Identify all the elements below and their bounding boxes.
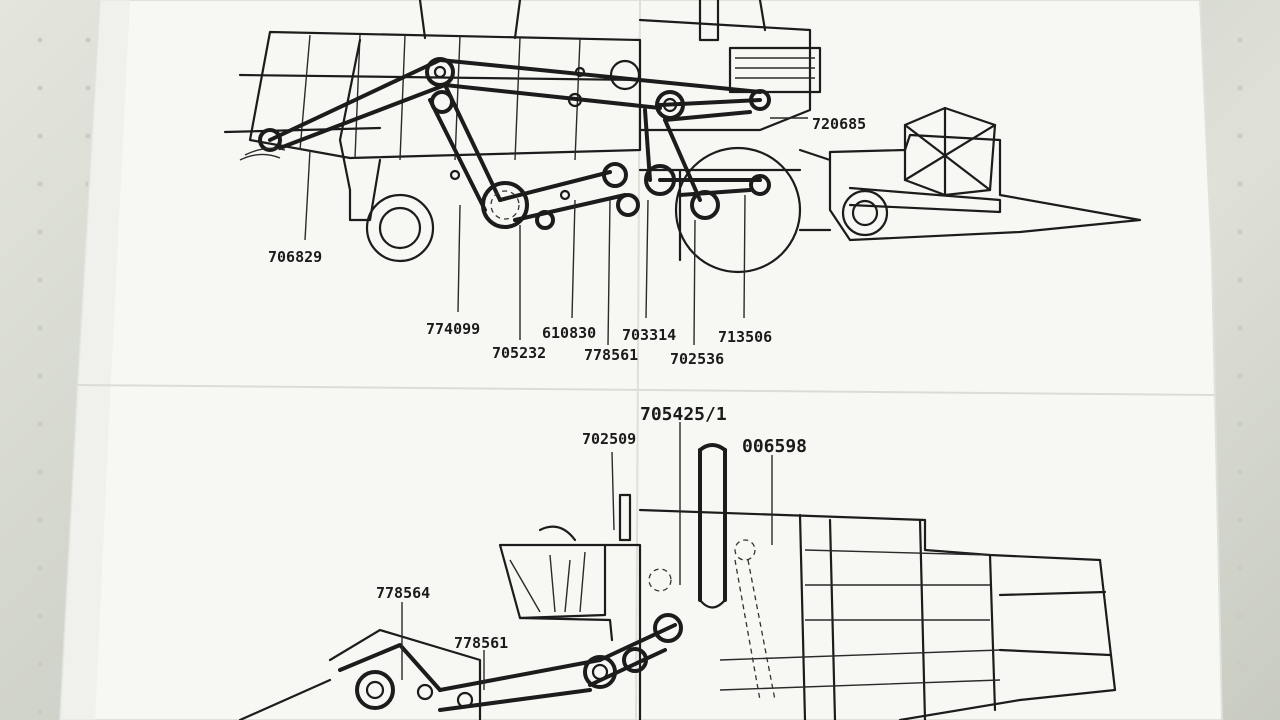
label-705232: 705232 <box>492 344 546 362</box>
label-778564: 778564 <box>376 584 430 602</box>
label-713506: 713506 <box>718 328 772 346</box>
label-778561: 778561 <box>584 346 638 364</box>
label-703314: 703314 <box>622 326 676 344</box>
label-720685: 720685 <box>812 115 866 133</box>
top-leader-lines <box>304 117 808 346</box>
label-774099: 774099 <box>426 320 480 338</box>
label-702536: 702536 <box>670 350 724 368</box>
top-combine-drawing <box>223 0 1142 274</box>
label-006598: 006598 <box>742 436 807 457</box>
bottom-leader-lines <box>401 422 773 690</box>
fold-horizontal <box>77 384 1216 396</box>
label-702509: 702509 <box>582 430 636 448</box>
label-778561-bottom: 778561 <box>454 634 508 652</box>
paper-shadow <box>60 0 130 720</box>
label-705425-1: 705425/1 <box>640 404 727 425</box>
label-610830: 610830 <box>542 324 596 342</box>
bottom-combine-drawing <box>238 443 1117 720</box>
label-706829: 706829 <box>268 248 322 266</box>
